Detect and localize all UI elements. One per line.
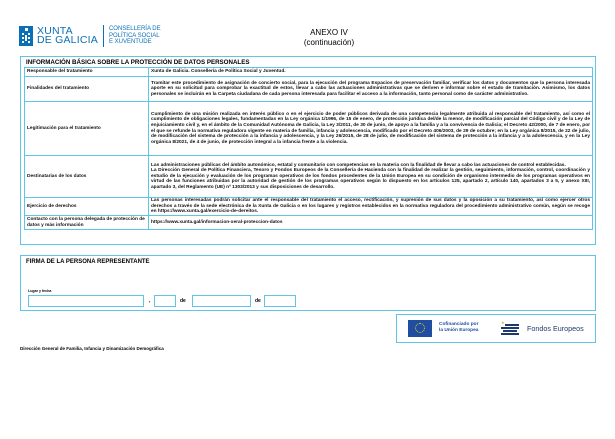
row-value: Cumplimiento de una misión realizada en …	[148, 101, 593, 156]
eu-flag-icon	[408, 320, 432, 337]
cofinanced-text: Cofinanciado por la Unión Europea	[439, 322, 479, 333]
galicia-coat-of-arms-icon	[19, 26, 33, 46]
row-value: Tramitar este procedimiento de asignació…	[148, 76, 593, 102]
signature-section: FIRMA DE LA PERSONA REPRESENTANTE Lugar …	[20, 255, 596, 311]
logo-wordmark: XUNTA DE GALICIA	[37, 24, 98, 46]
row-label: Legitimación para el tratamiento	[24, 101, 149, 156]
data-protection-section: INFORMACIÓN BÁSICA SOBRE LA PROTECCIÓN D…	[20, 56, 596, 245]
table-row: Responsable del tratamiento Xunta de Gal…	[24, 67, 593, 77]
table-row: Contacto con la persona delegada de prot…	[24, 215, 593, 230]
european-funds-icon: ★	[501, 320, 519, 336]
table-row: Ejercicio de derechos Las personas inter…	[24, 197, 593, 216]
year-input[interactable]	[264, 295, 296, 307]
day-input[interactable]	[154, 295, 176, 307]
row-value: Xunta de Galicia. Consellería de Polític…	[148, 67, 593, 77]
footer-department: Dirección General de Familia, Infancia y…	[20, 346, 164, 351]
place-date-label: Lugar y fecha	[28, 289, 52, 293]
row-value: Las administraciones públicas del ámbito…	[148, 155, 593, 198]
comma-separator: ,	[149, 298, 151, 304]
row-value: Las personas interesadas podrán solicita…	[148, 197, 593, 216]
section-title: INFORMACIÓN BÁSICA SOBRE LA PROTECCIÓN D…	[26, 59, 250, 66]
logo-divider	[102, 25, 104, 47]
de-separator: de	[180, 298, 186, 304]
annex-title: ANEXO IV	[310, 28, 348, 37]
row-label: Destinatarias de los datos	[24, 155, 149, 198]
eu-funding-box: Cofinanciado por la Unión Europea ★ Fond…	[396, 314, 596, 343]
row-label: Responsable del tratamiento	[24, 67, 149, 77]
row-label: Ejercicio de derechos	[24, 197, 149, 216]
de-separator: de	[255, 298, 261, 304]
place-input[interactable]	[28, 295, 144, 307]
annex-heading: ANEXO IV (continuación)	[299, 28, 359, 47]
table-row: Destinatarias de los datos Las administr…	[24, 155, 593, 198]
data-protection-table: Responsable del tratamiento Xunta de Gal…	[24, 67, 593, 230]
table-row: Finalidades del tratamiento Tramitar est…	[24, 76, 593, 102]
european-funds-label: Fondos Europeos	[527, 324, 584, 333]
logo-department: CONSELLERÍA DE POLÍTICA SOCIAL E XUVENTU…	[108, 26, 161, 46]
dpo-link[interactable]: https://www.xunta.gal/informacion-xeral-…	[148, 215, 593, 230]
row-label: Contacto con la persona delegada de prot…	[24, 215, 149, 230]
table-row: Legitimación para el tratamiento Cumplim…	[24, 101, 593, 156]
page-header: XUNTA DE GALICIA CONSELLERÍA DE POLÍTICA…	[19, 25, 599, 53]
annex-subtitle: (continuación)	[303, 37, 355, 47]
xunta-logo: XUNTA DE GALICIA CONSELLERÍA DE POLÍTICA…	[19, 25, 161, 47]
row-label: Finalidades del tratamiento	[24, 76, 149, 102]
month-input[interactable]	[192, 295, 251, 307]
signature-title: FIRMA DE LA PERSONA REPRESENTANTE	[26, 259, 150, 265]
